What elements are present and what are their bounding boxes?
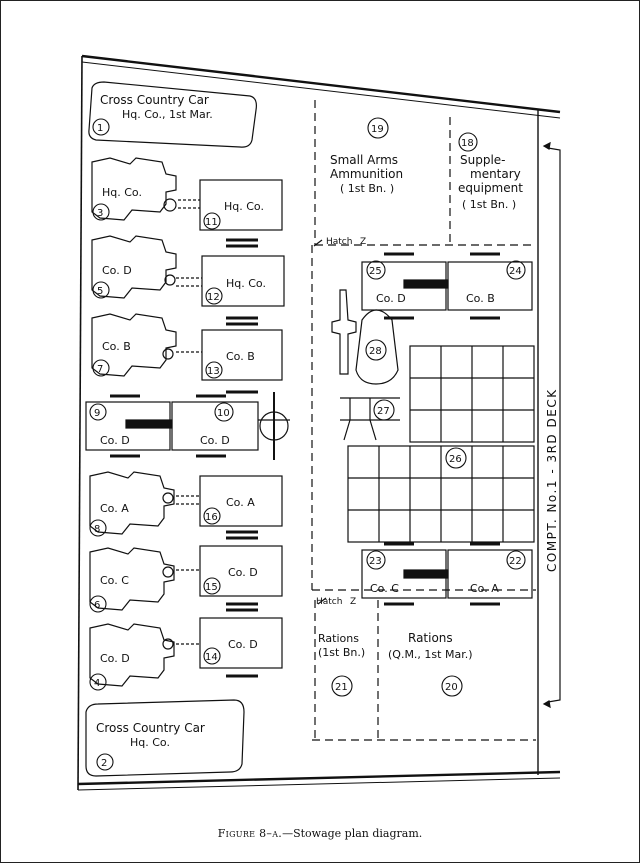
area-20-number: 20 [445,682,458,693]
hatch-label-top: Hatch [326,237,352,247]
trailer-14-unit: Co. D [228,638,258,651]
item-28-shape [355,309,399,385]
area-19-line-1: Small Arms [330,153,398,167]
area-19-number: 19 [371,124,384,135]
trailer-25-unit: Co. D [376,292,406,305]
trailer-25-number: 25 [369,266,382,277]
trailer-11-number: 11 [205,217,218,228]
vehicle-9-unit: Co. D [100,434,130,447]
vehicle-9-number: 9 [94,408,100,419]
trailer-boxes [199,179,285,669]
hatch-mark-top: Z [360,237,366,247]
vehicle-5-unit: Co. D [102,264,132,277]
vehicle-6-number: 6 [94,600,100,611]
trailer-11-unit: Hq. Co. [224,200,264,213]
hatch-mark-bottom: Z [350,597,356,607]
figure-title: —Stowage plan diagram. [282,827,423,840]
left-vehicles [89,157,177,687]
figure-caption: Figure 8–a.—Stowage plan diagram. [0,827,640,840]
area-20-line-1: Rations [408,631,453,645]
vehicle-10-number: 10 [217,408,230,419]
vehicle-4-number: 4 [94,678,100,689]
cross-country-car-1 [88,81,257,148]
trailer-14-number: 14 [205,652,218,663]
trailer-12-number: 12 [207,292,220,303]
area-19-line-3: ( 1st Bn. ) [340,182,394,195]
trailer-24-number: 24 [509,266,522,277]
area-21-line-1: Rations [318,632,359,645]
vehicle-8-unit: Co. A [100,502,129,515]
partition-lines [311,100,536,741]
trailer-22-number: 22 [509,556,522,567]
vehicle-5-number: 5 [97,286,103,297]
item-27-shape [340,397,400,441]
area-21-number: 21 [335,682,348,693]
hull-bottom-edge [77,770,561,786]
vehicle-3-number: 3 [97,208,103,219]
cross-country-car-2 [85,699,245,777]
trailer-23-unit: Co. C [370,582,399,595]
area-18-line-1: Supple- [460,153,506,167]
car-1-line-1: Cross Country Car [100,93,209,107]
vehicle-7-unit: Co. B [102,340,131,353]
trailer-13-number: 13 [207,366,220,377]
area-18-line-2: mentary [470,167,521,181]
car-2-line-2: Hq. Co. [130,736,170,749]
area-21-line-2: (1st Bn.) [318,646,365,659]
car-1-number: 1 [97,123,103,134]
item-26-number: 26 [449,454,462,465]
trailer-24-unit: Co. B [466,292,495,305]
car-2-line-1: Cross Country Car [96,721,205,735]
car-2-number: 2 [101,758,107,769]
stowage-diagram: Cross Country Car Hq. Co., 1st Mar. 1 Cr… [77,54,561,791]
area-20-line-2: (Q.M., 1st Mar.) [388,648,473,661]
trailer-23-number: 23 [369,556,382,567]
vehicle-8-number: 8 [94,524,100,535]
trailer-16-number: 16 [205,512,218,523]
figure-number: Figure 8–a. [217,827,283,840]
trailer-22-unit: Co. A [470,582,499,595]
hatch-label-bottom: Hatch [316,597,342,607]
item-27-number: 27 [377,406,390,417]
item-26-crates [347,345,535,543]
compartment-label: COMPT. No.1 - 3RD DECK [545,388,559,572]
area-18-number: 18 [461,138,474,149]
vehicle-7-number: 7 [97,364,103,375]
trailer-16-unit: Co. A [226,496,255,509]
vehicle-6-unit: Co. C [100,574,129,587]
hull-left-edge [77,55,83,791]
trailer-12-unit: Hq. Co. [226,277,266,290]
area-18-line-4: ( 1st Bn. ) [462,198,516,211]
hull-top-edge [81,54,561,114]
trailer-13-unit: Co. B [226,350,255,363]
item-28-number: 28 [369,346,382,357]
area-18-line-3: equipment [458,181,523,195]
vehicle-10-unit: Co. D [200,434,230,447]
vehicle-3-unit: Hq. Co. [102,186,142,199]
vehicle-4-unit: Co. D [100,652,130,665]
area-19-line-2: Ammunition [330,167,403,181]
trailer-15-number: 15 [205,582,218,593]
car-1-line-2: Hq. Co., 1st Mar. [122,108,213,121]
trailer-15-unit: Co. D [228,566,258,579]
